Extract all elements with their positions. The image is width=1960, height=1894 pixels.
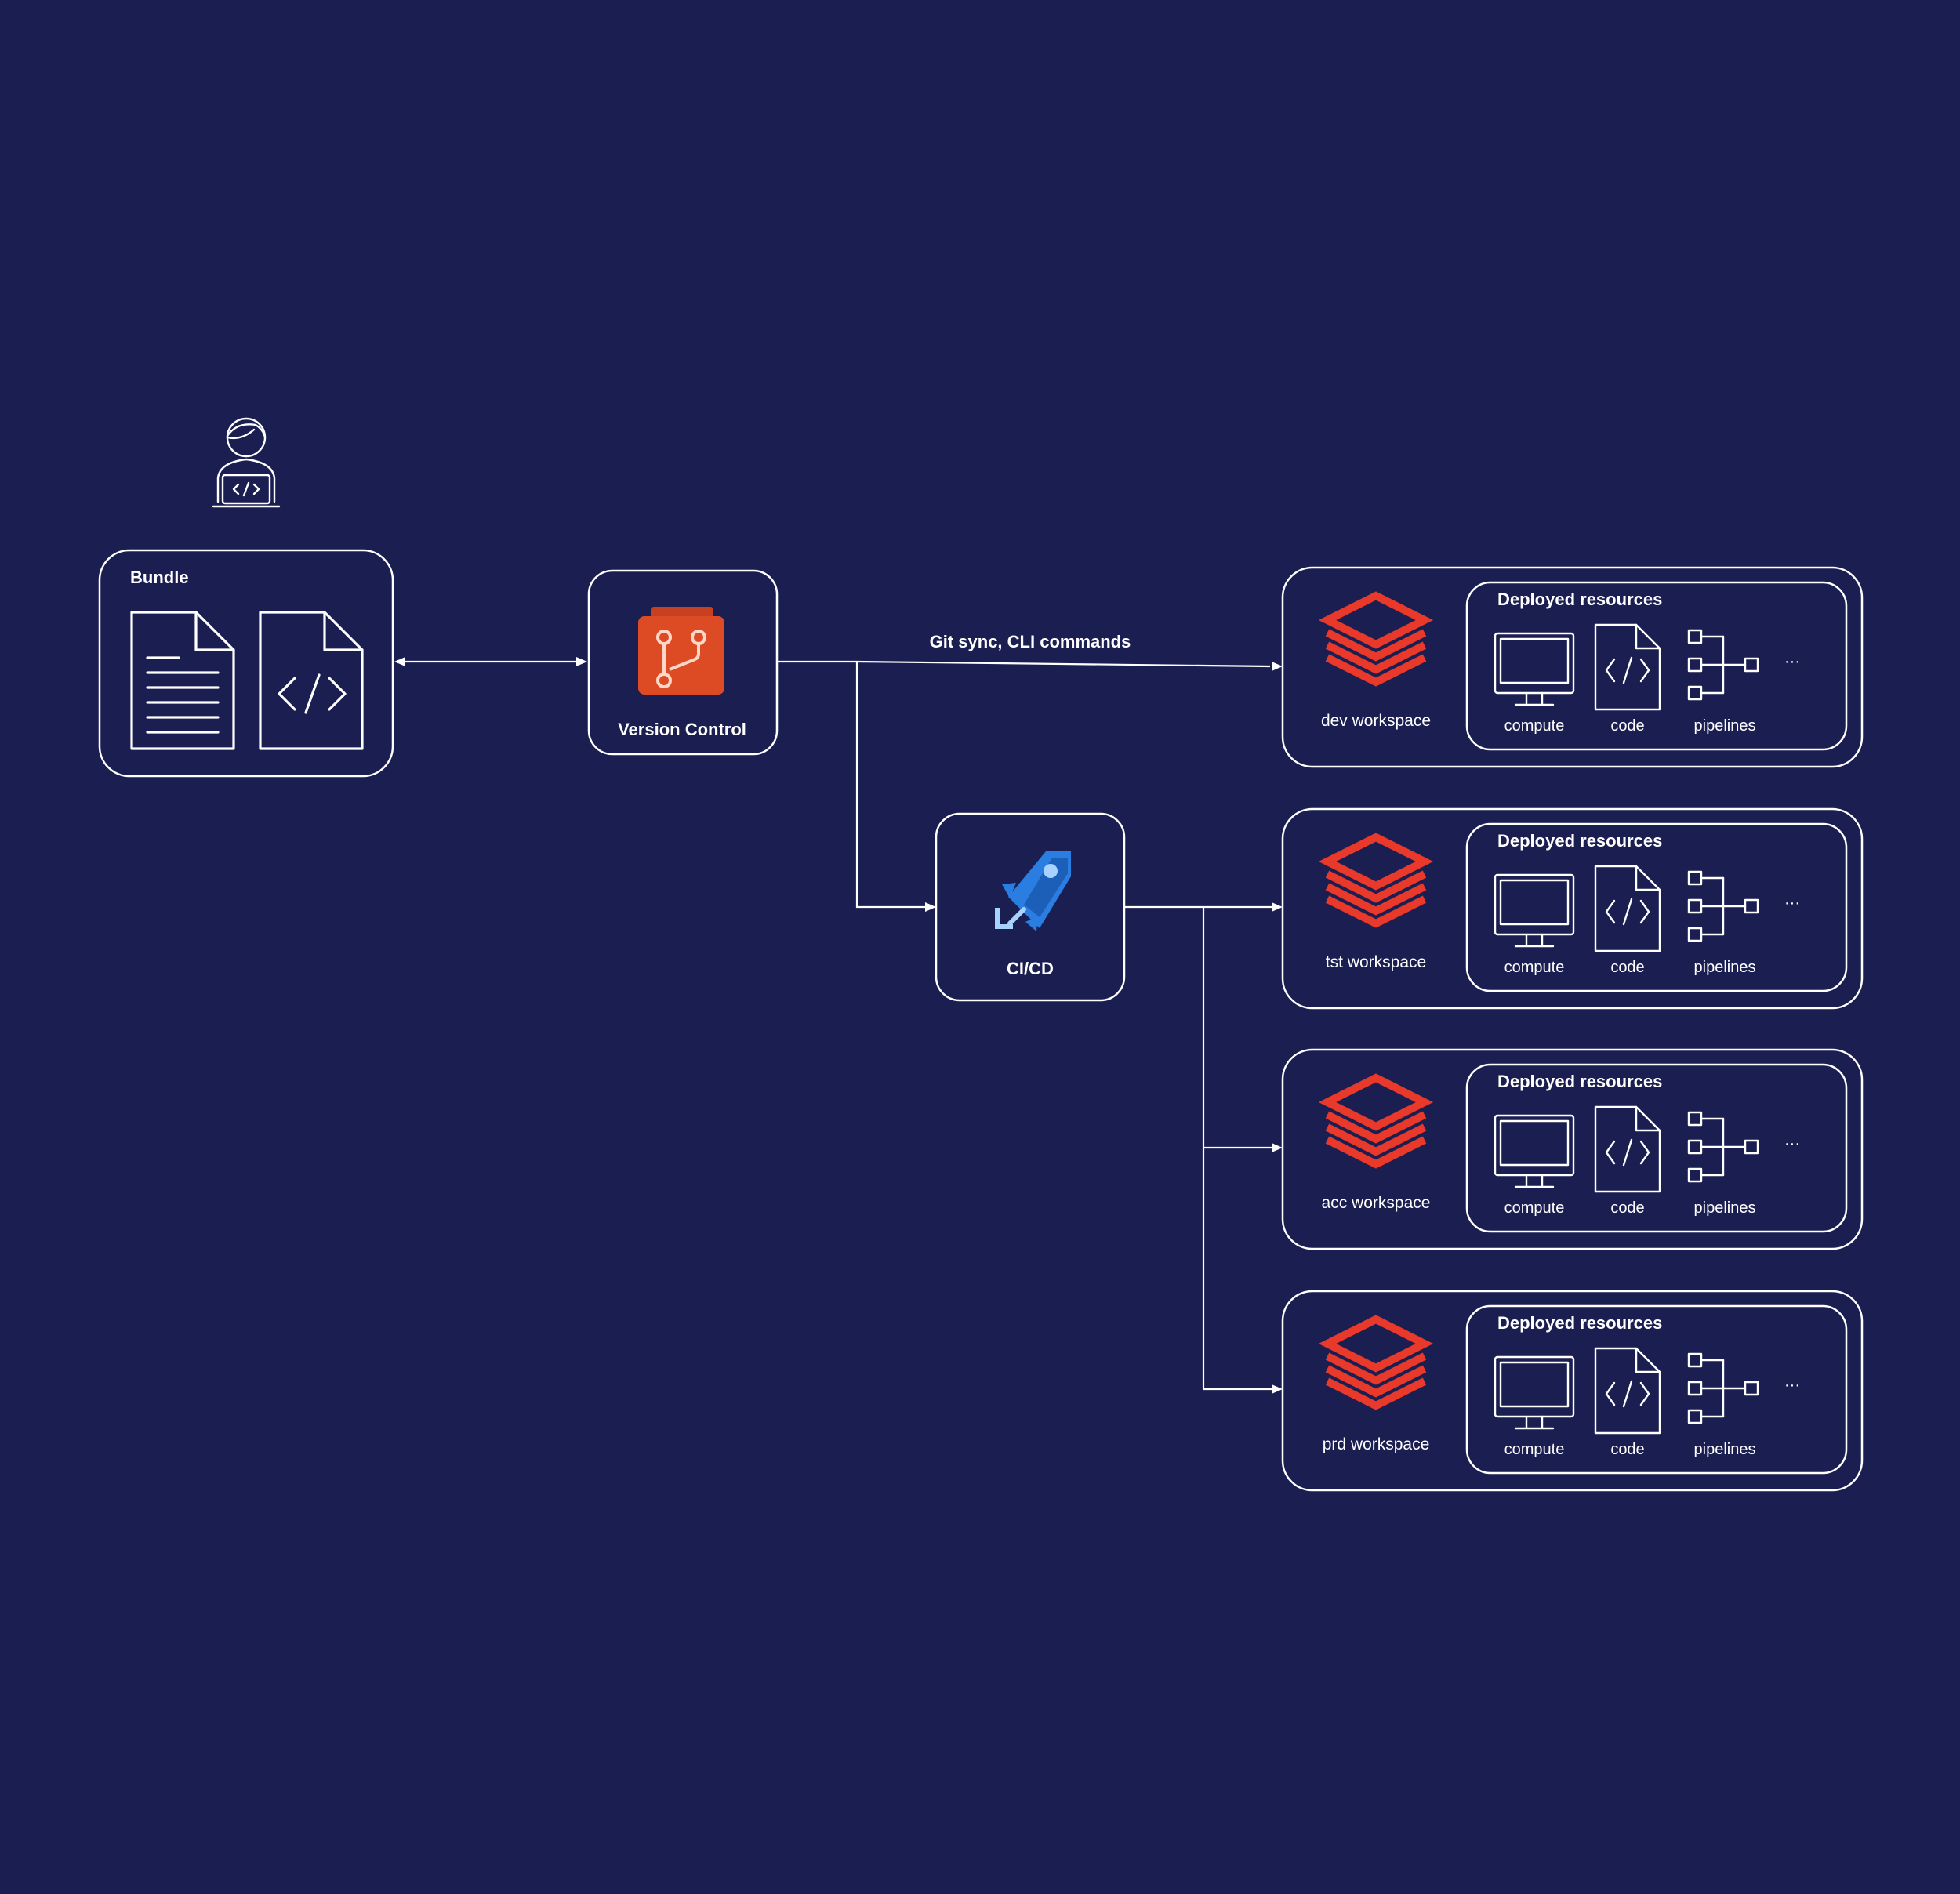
monitor-icon (1494, 1355, 1575, 1430)
pipelines-icon (1687, 1352, 1759, 1424)
monitor-icon (1494, 1114, 1575, 1188)
document-icon (130, 611, 235, 750)
more-indicator: ··· (1784, 1377, 1800, 1394)
deployed-resources-box: Deployed resources compute code pipeline… (1465, 1304, 1848, 1475)
databricks-icon (1327, 837, 1425, 923)
workspace-dev: dev workspace Deployed resources compute… (1281, 566, 1864, 768)
databricks-icon (1327, 596, 1425, 682)
code-file-icon (259, 611, 364, 750)
resource-compute-label: compute (1504, 1199, 1565, 1217)
code-file-icon (1594, 623, 1661, 711)
deployed-resources-box: Deployed resources compute code pipeline… (1465, 1063, 1848, 1233)
resource-compute-label: compute (1504, 717, 1565, 735)
pipelines-icon (1687, 870, 1759, 942)
deployed-resources-title: Deployed resources (1497, 831, 1662, 851)
resource-code-label: code (1610, 1199, 1644, 1217)
version-control-label: Version Control (618, 720, 746, 739)
resource-code-label: code (1610, 959, 1644, 976)
git-icon (638, 607, 724, 695)
pipelines-icon (1687, 629, 1759, 701)
deployed-resources-title: Deployed resources (1497, 1072, 1662, 1091)
more-indicator: ··· (1784, 1135, 1800, 1152)
cicd-box: CI/CD (935, 812, 1126, 1002)
databricks-icon (1327, 1319, 1425, 1406)
connectors: Git sync, CLI commands (394, 632, 1283, 1394)
workspace-label: acc workspace (1322, 1194, 1431, 1212)
code-file-icon (1594, 1105, 1661, 1193)
deployed-resources-title: Deployed resources (1497, 1313, 1662, 1333)
resource-code-label: code (1610, 717, 1644, 735)
resource-pipelines-label: pipelines (1694, 1199, 1756, 1217)
more-indicator: ··· (1784, 653, 1800, 670)
databricks-icon (1327, 1078, 1425, 1164)
resource-compute-label: compute (1504, 1441, 1565, 1458)
resource-compute-label: compute (1504, 959, 1565, 976)
resource-pipelines-label: pipelines (1694, 1441, 1756, 1458)
bundle-box: Bundle (98, 549, 394, 778)
deployed-resources-box: Deployed resources compute code pipeline… (1465, 822, 1848, 992)
monitor-icon (1494, 632, 1575, 706)
developer-icon (212, 417, 281, 508)
workspace-label: tst workspace (1326, 953, 1426, 971)
connector-label: Git sync, CLI commands (930, 632, 1131, 651)
monitor-icon (1494, 873, 1575, 948)
resource-code-label: code (1610, 1441, 1644, 1458)
deployed-resources-box: Deployed resources compute code pipeline… (1465, 581, 1848, 751)
workspace-label: prd workspace (1323, 1435, 1430, 1453)
version-control-box: Version Control (587, 569, 779, 756)
azure-pipelines-icon (995, 851, 1071, 931)
bundle-title: Bundle (130, 568, 189, 587)
code-file-icon (1594, 865, 1661, 952)
resource-pipelines-label: pipelines (1694, 959, 1756, 976)
code-file-icon (1594, 1347, 1661, 1435)
workspace-prd: prd workspace Deployed resources compute… (1281, 1290, 1864, 1492)
more-indicator: ··· (1784, 894, 1800, 912)
workspace-tst: tst workspace Deployed resources compute… (1281, 807, 1864, 1010)
pipelines-icon (1687, 1111, 1759, 1183)
resource-pipelines-label: pipelines (1694, 717, 1756, 735)
cicd-label: CI/CD (1007, 959, 1054, 978)
deployed-resources-title: Deployed resources (1497, 590, 1662, 609)
workspace-acc: acc workspace Deployed resources compute… (1281, 1048, 1864, 1250)
workspace-label: dev workspace (1321, 712, 1431, 730)
